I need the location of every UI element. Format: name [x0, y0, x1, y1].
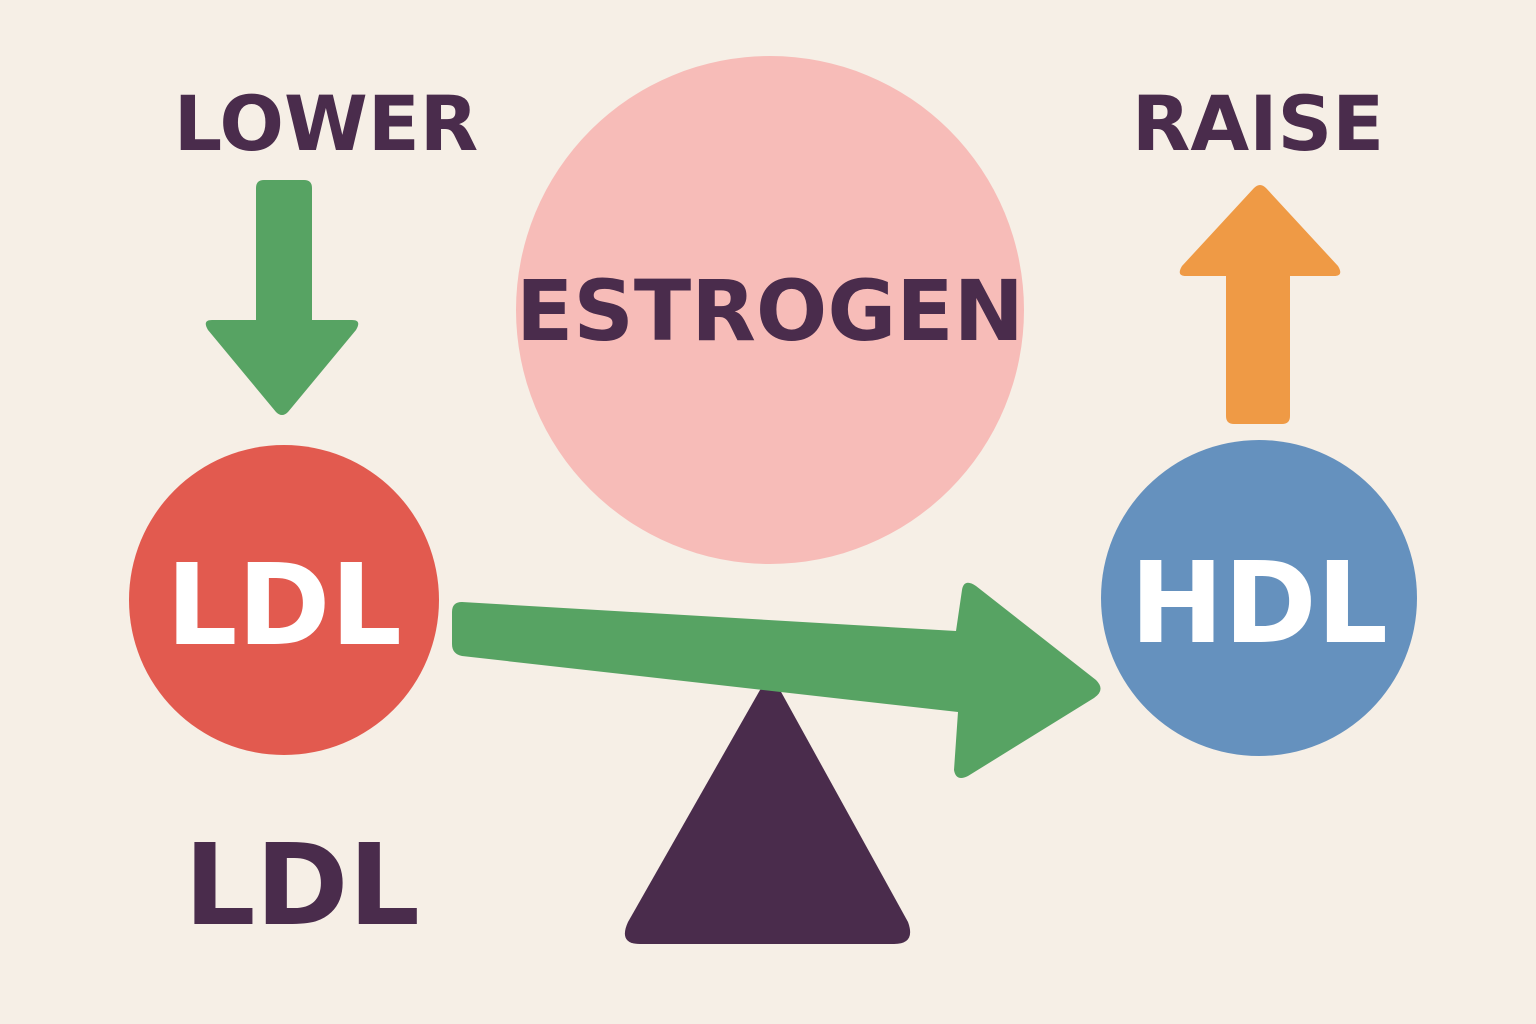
hdl-circle	[1101, 440, 1417, 756]
arrow-right-icon	[452, 582, 1101, 778]
estrogen-circle	[516, 56, 1024, 564]
arrow-down-icon	[205, 180, 359, 415]
ldl-circle-label: LDL	[166, 541, 402, 671]
triangle-fulcrum-icon	[624, 684, 911, 944]
lower-label: LOWER	[174, 79, 479, 168]
arrow-up-icon	[1179, 185, 1341, 424]
raise-label: RAISE	[1132, 79, 1384, 168]
ldl-circle	[129, 445, 439, 755]
estrogen-label: ESTROGEN	[516, 262, 1024, 360]
hdl-circle-label: HDL	[1130, 539, 1388, 669]
ldl-caption: LDL	[184, 821, 420, 951]
